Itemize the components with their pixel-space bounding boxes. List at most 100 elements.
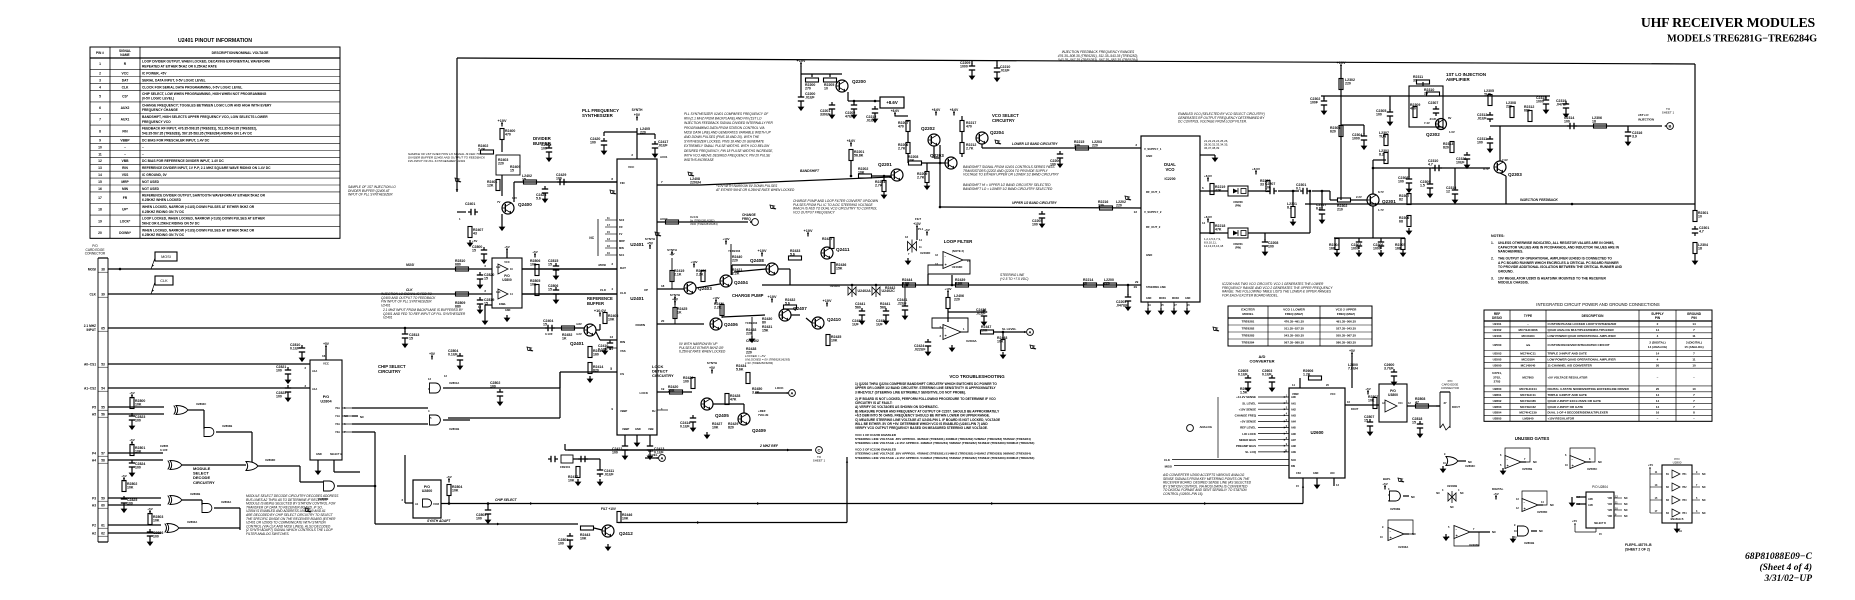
svg-text:15: 15 — [607, 230, 610, 234]
svg-text:7.4V: 7.4V — [1424, 121, 1430, 125]
svg-text:LOI LOCK: LOI LOCK — [1242, 432, 1257, 436]
svg-text:10K: 10K — [831, 339, 838, 343]
svg-text:NC: NC — [1702, 498, 1706, 502]
svg-text:U2403: U2403 — [1493, 334, 1502, 338]
svg-text:FREQUENCY CHANGE: FREQUENCY CHANGE — [142, 108, 179, 112]
svg-text:SERIAL DATA INPUT, 0-5V LOGIC: SERIAL DATA INPUT, 0-5V LOGIC LEVEL — [142, 78, 206, 82]
svg-text:C2800: C2800 — [472, 245, 482, 249]
svg-text:620: 620 — [1330, 130, 1336, 134]
svg-text:+10V SENSE: +10V SENSE — [1239, 407, 1257, 411]
svg-text:6.8: 6.8 — [1316, 207, 1321, 211]
svg-text:680: 680 — [1524, 109, 1530, 113]
svg-text:5: 5 — [1500, 464, 1502, 467]
svg-text:BANDSHIFT, HIGH SELECTS UPPER: BANDSHIFT, HIGH SELECTS UPPER FREQUENCY … — [142, 115, 268, 119]
svg-text:14: 14 — [1656, 352, 1660, 356]
svg-text:SUPPLY: SUPPLY — [1651, 312, 1664, 316]
svg-text:100: 100 — [612, 451, 618, 455]
svg-text:MODULE IS BEING SELECTED BY ST: MODULE IS BEING SELECTED BY STATION CONT… — [246, 502, 336, 506]
svg-text:+: + — [1507, 463, 1510, 468]
svg-text:CLK: CLK — [160, 279, 168, 283]
svg-text:DUAL: DUAL — [1164, 162, 1176, 167]
svg-text:Q2408: Q2408 — [750, 258, 764, 263]
svg-text:7: 7 — [1693, 399, 1695, 403]
svg-text:R2411: R2411 — [714, 302, 724, 306]
svg-text:MOSI: MOSI — [88, 267, 96, 271]
svg-text:10K: 10K — [997, 340, 1004, 344]
svg-text:2 (DIGITAL): 2 (DIGITAL) — [1649, 341, 1665, 345]
svg-text:R2202: R2202 — [858, 167, 868, 171]
svg-text:C2414: C2414 — [680, 421, 690, 425]
svg-text:NOTES:: NOTES: — [1491, 234, 1505, 238]
svg-text:CIRCUITRY: CIRCUITRY — [992, 118, 1015, 123]
svg-text:MODEL: MODEL — [1242, 312, 1253, 316]
svg-text:+5V: +5V — [532, 250, 537, 254]
svg-text:A: A — [661, 456, 664, 461]
svg-text:CHANGE: CHANGE — [742, 213, 756, 217]
svg-text:7.8UH: 7.8UH — [1348, 367, 1358, 371]
svg-text:STEERING LINE VOLTAGE .85V: STEERING LINE VOLTAGE .85V APPROX. 478MH… — [855, 452, 1031, 456]
svg-text:L2307: L2307 — [1379, 131, 1389, 135]
svg-text:VCC: VCC — [504, 260, 510, 264]
svg-text:STEERING LINE VOLTAGE +9.15V: STEERING LINE VOLTAGE +9.15V APPROX. 498… — [855, 441, 1034, 445]
svg-text:(+2.5 TO +7.5 VDC): (+2.5 TO +7.5 VDC) — [1000, 277, 1028, 281]
svg-text:476.35–491.35: 476.35–491.35 — [1284, 320, 1304, 324]
svg-text:11: 11 — [607, 216, 610, 220]
svg-text:STEERING LINE VOLTAGE +9.15V: STEERING LINE VOLTAGE +9.15V APPROX. 514… — [855, 456, 1034, 460]
svg-text:+8.6V: +8.6V — [1204, 215, 1212, 219]
svg-text:NC: NC — [1412, 532, 1416, 536]
svg-text:REF LEVEL: REF LEVEL — [1240, 426, 1256, 430]
svg-text:LOCK: LOCK — [775, 386, 784, 390]
svg-text:1K: 1K — [562, 337, 567, 341]
svg-text:U2402A: U2402A — [858, 289, 872, 293]
svg-text:10: 10 — [1565, 464, 1568, 467]
svg-text:NC: NC — [1468, 460, 1472, 464]
svg-text:7: 7 — [1696, 484, 1698, 487]
svg-text:C2202: C2202 — [845, 111, 855, 115]
svg-text:10: 10 — [1380, 536, 1383, 539]
svg-text:R2423: R2423 — [683, 376, 693, 380]
svg-text:RECEIVER BOARD. DESIRED SENSE: RECEIVER BOARD. DESIRED SENSE LINE (AS S… — [1163, 481, 1252, 485]
svg-text:L2306: L2306 — [1592, 116, 1602, 120]
svg-text:SENSE SIGNALS FROM KEY METERIN: SENSE SIGNALS FROM KEY METERING POINTS O… — [1163, 477, 1250, 481]
svg-text:100: 100 — [276, 395, 282, 399]
svg-text:10V REGULATOR U2805 IS HEATSIN: 10V REGULATOR U2805 IS HEATSINK MOUNTED … — [1498, 276, 1606, 280]
svg-text:CR2200: CR2200 — [1233, 200, 1243, 204]
svg-text:14: 14 — [1656, 328, 1660, 332]
svg-text:6: 6 — [99, 106, 101, 110]
svg-text:C2803: C2803 — [476, 513, 486, 517]
svg-text:U2804 IS ENABLED AND ADDRESS L: U2804 IS ENABLED AND ADDRESS LINES A0 AN… — [246, 509, 326, 513]
svg-text:NC: NC — [1702, 472, 1706, 476]
svg-text:NC: NC — [1550, 503, 1554, 507]
svg-text:12K: 12K — [487, 184, 494, 188]
svg-text:C2806: C2806 — [548, 284, 558, 288]
svg-text:Y0B: Y0B — [1607, 497, 1612, 500]
svg-text:+8.6V: +8.6V — [950, 108, 959, 112]
svg-text:SCK: SCK — [1291, 459, 1296, 462]
svg-text:C2313: C2313 — [1446, 186, 1456, 190]
svg-text:C2310: C2310 — [1428, 159, 1438, 163]
svg-text:ARE DECODED BY CHIP SELECT CIR: ARE DECODED BY CHIP SELECT CIRCUITRY TO … — [245, 513, 334, 517]
svg-text:YB2: YB2 — [1682, 487, 1687, 489]
svg-text:NOT USED: NOT USED — [142, 180, 160, 184]
svg-text:R2309: R2309 — [1410, 103, 1420, 107]
svg-text:CLOCK FOR SERIAL DATA PROGRAMM: CLOCK FOR SERIAL DATA PROGRAMMING, 0-5V … — [142, 85, 242, 89]
svg-text:A4: A4 — [1382, 402, 1386, 405]
svg-text:-: - — [1456, 526, 1458, 531]
svg-text:7.9V: 7.9V — [1502, 158, 1508, 162]
svg-text:.01UF: .01UF — [805, 96, 815, 100]
svg-text:MRP: MRP — [619, 239, 625, 243]
svg-text:DOWN*: DOWN* — [119, 231, 131, 235]
svg-text:C2200: C2200 — [805, 92, 815, 96]
svg-text:CR2401: CR2401 — [560, 465, 571, 469]
svg-text:R2434: R2434 — [736, 364, 746, 368]
svg-text:SYNTH: SYNTH — [707, 361, 717, 365]
svg-text:11: 11 — [1514, 536, 1517, 539]
svg-text:L2406: L2406 — [954, 294, 964, 298]
svg-text:10K: 10K — [858, 171, 865, 175]
svg-text:IC POWER, +5V: IC POWER, +5V — [142, 72, 167, 76]
svg-text:MC74HC11: MC74HC11 — [1520, 393, 1536, 397]
svg-text:SYNTH: SYNTH — [670, 293, 680, 297]
svg-text:10: 10 — [1083, 282, 1087, 286]
svg-text:MIXER BIAS: MIXER BIAS — [1239, 438, 1256, 442]
svg-text:Q2202: Q2202 — [921, 126, 935, 131]
